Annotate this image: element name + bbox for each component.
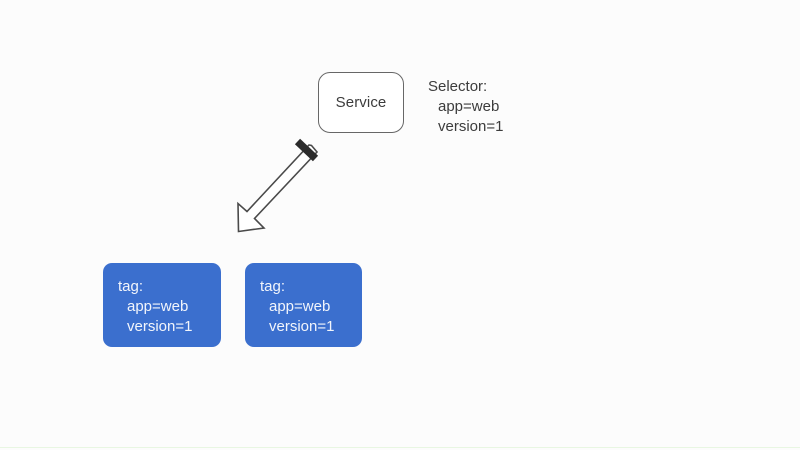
arrow-body bbox=[237, 144, 319, 233]
pod-1-tag-version: version=1 bbox=[127, 318, 193, 335]
service-node-label: Service bbox=[335, 94, 387, 111]
pod-2-tag-app: app=web bbox=[269, 298, 331, 315]
selector-rule-version: version=1 bbox=[438, 118, 504, 135]
selector-annotation: Selector: app=web version=1 bbox=[428, 77, 503, 137]
pod-2-tag-version: version=1 bbox=[269, 318, 335, 335]
pod-1-tag-label: tag: bbox=[118, 278, 144, 295]
pod-1-tag-app: app=web bbox=[127, 298, 189, 315]
service-node[interactable]: Service bbox=[318, 72, 404, 133]
bottom-divider bbox=[0, 447, 800, 448]
selector-rule-app: app=web bbox=[438, 98, 500, 115]
pod-box-1[interactable]: tag: app=web version=1 bbox=[103, 263, 221, 347]
selector-title: Selector: bbox=[428, 78, 488, 95]
pod-box-2[interactable]: tag: app=web version=1 bbox=[245, 263, 362, 347]
pod-2-tag-label: tag: bbox=[260, 278, 286, 295]
selector-match-arrow-icon bbox=[237, 138, 319, 233]
arrow-tail-cap bbox=[294, 138, 319, 162]
